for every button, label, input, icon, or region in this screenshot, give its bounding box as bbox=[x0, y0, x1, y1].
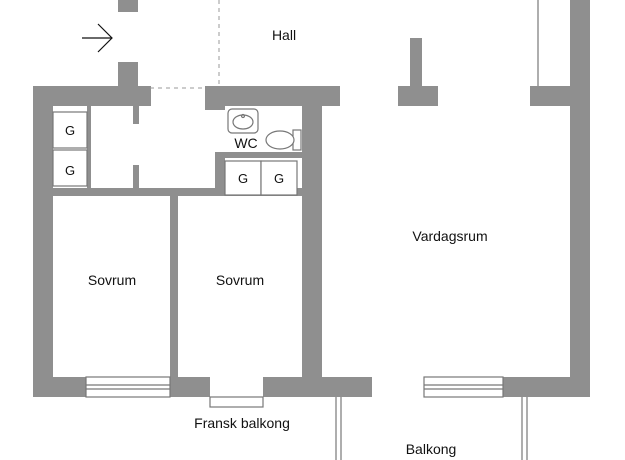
wardrobe-label: G bbox=[65, 123, 75, 138]
wc-fixtures bbox=[227, 108, 302, 151]
window-bedroom-left bbox=[85, 376, 171, 398]
room-label-wc: WC bbox=[234, 135, 257, 151]
arrow-right-icon bbox=[82, 23, 113, 53]
wardrobe-1 bbox=[52, 111, 88, 149]
wardrobes bbox=[52, 111, 298, 196]
wardrobe-4 bbox=[260, 160, 298, 196]
toilet-icon bbox=[265, 129, 302, 151]
window-living-room bbox=[423, 376, 504, 398]
windows bbox=[85, 376, 504, 398]
wardrobe-label: G bbox=[274, 171, 284, 186]
wardrobe-2 bbox=[52, 149, 88, 187]
room-label-bedroom-left: Sovrum bbox=[88, 272, 136, 288]
label-balcony: Balkong bbox=[406, 441, 457, 457]
room-label-hall: Hall bbox=[272, 27, 296, 43]
room-label-bedroom-right: Sovrum bbox=[216, 272, 264, 288]
details bbox=[150, 0, 539, 460]
room-label-living-room: Vardagsrum bbox=[412, 228, 487, 244]
wardrobe-label: G bbox=[65, 163, 75, 178]
label-french-balcony: Fransk balkong bbox=[194, 415, 290, 431]
walls bbox=[33, 0, 590, 397]
wardrobe-label: G bbox=[238, 171, 248, 186]
